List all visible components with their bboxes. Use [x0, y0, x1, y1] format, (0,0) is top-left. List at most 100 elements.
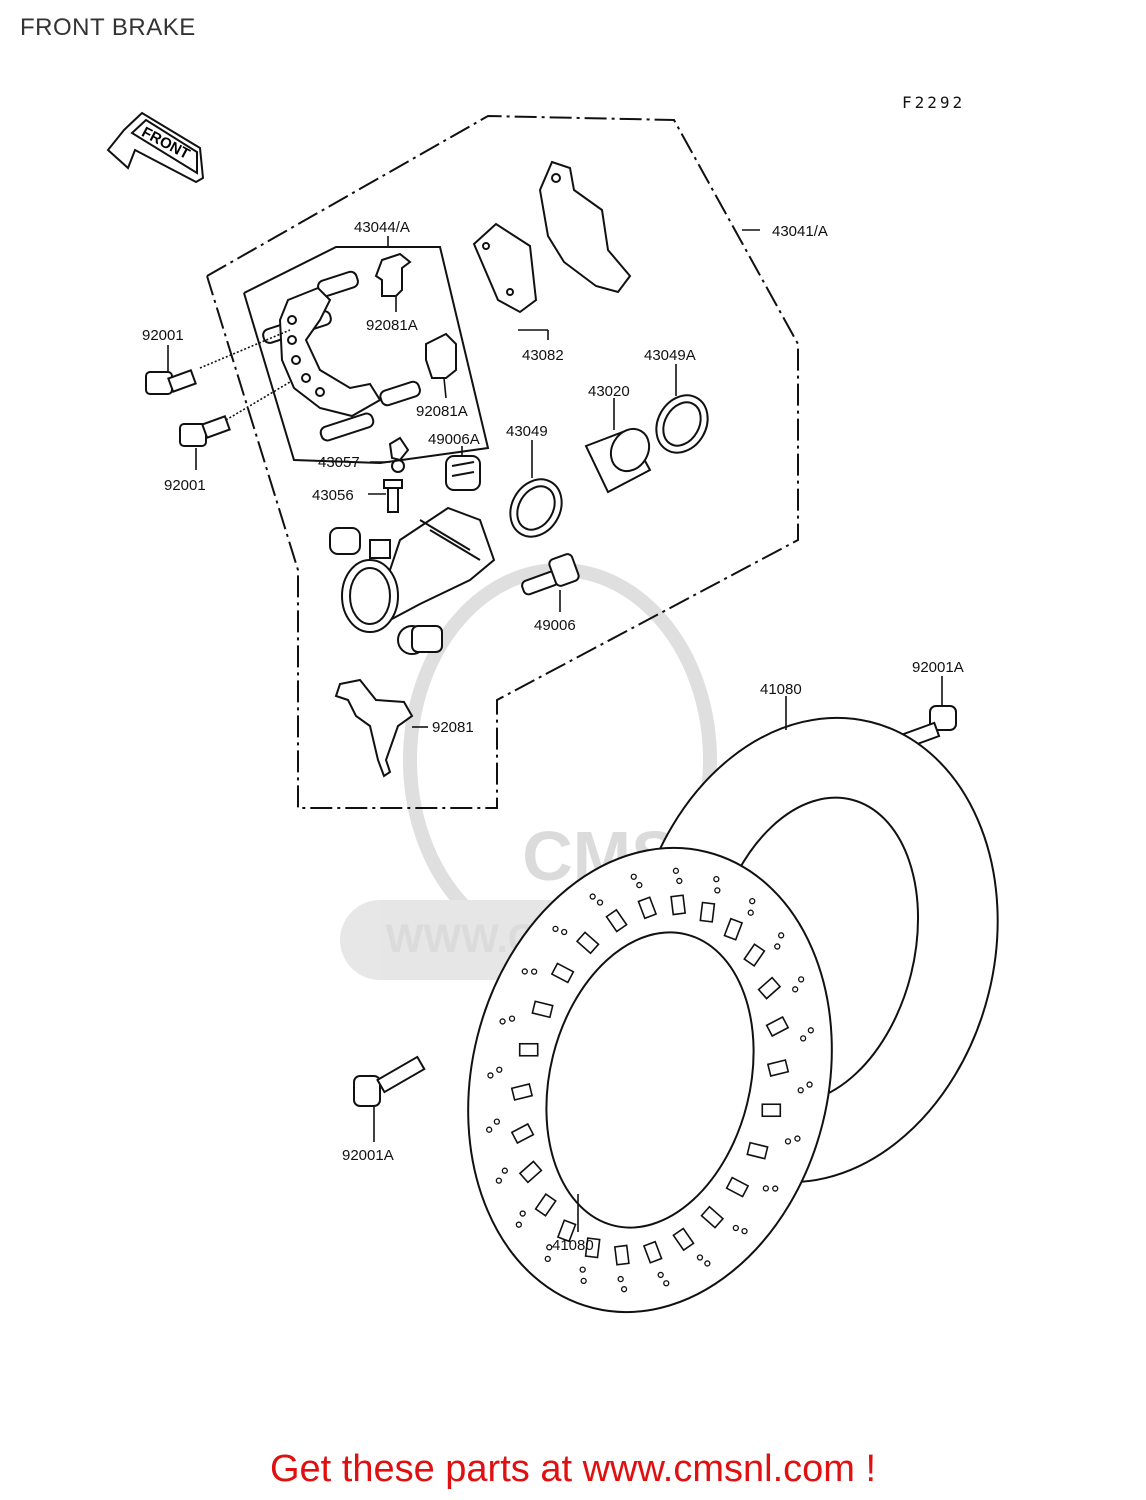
- disc-slot: [556, 1219, 577, 1243]
- caliper-bracket: [262, 270, 421, 442]
- label-49006A: 49006A: [428, 431, 480, 448]
- disc-slot: [700, 1205, 725, 1229]
- pad-spring-bottom: [334, 678, 414, 778]
- disc-hole: [762, 1185, 770, 1192]
- disc-hole: [797, 1087, 804, 1094]
- disc-hole: [676, 877, 683, 885]
- brake-pad-inner: [472, 222, 538, 314]
- disc-hole: [552, 925, 559, 932]
- bracket-assembly-boundary: [243, 246, 490, 465]
- label-92081A-top: 92081A: [366, 317, 418, 334]
- disc-hole: [800, 1035, 807, 1042]
- disc-slot: [765, 1015, 790, 1038]
- label-43056: 43056: [312, 487, 354, 504]
- caliper-body: [329, 506, 496, 655]
- disc-holes: [486, 867, 814, 1293]
- pin-boot: [445, 455, 481, 491]
- part-labels: 43044/A 43041/A 92001 92081A 43082 43049…: [142, 219, 964, 1254]
- disc-slot: [725, 1176, 750, 1198]
- label-41080-top: 41080: [760, 681, 802, 698]
- disc-slot: [746, 1141, 769, 1160]
- label-43044A: 43044/A: [354, 219, 410, 236]
- disc-hole: [579, 1266, 586, 1273]
- caliper-assembly-boundary: [206, 114, 799, 809]
- disc-hole: [519, 1210, 526, 1217]
- dust-seal: [655, 394, 709, 454]
- disc-hole: [741, 1228, 748, 1235]
- disc-hole: [714, 887, 721, 894]
- label-41080-bottom: 41080: [552, 1237, 594, 1254]
- disc-slot: [757, 976, 782, 1000]
- label-43020: 43020: [588, 383, 630, 400]
- brake-disc-front: [467, 846, 833, 1314]
- disc-hole: [515, 1221, 522, 1228]
- disc-hole: [797, 976, 805, 983]
- bleed-valve: [383, 479, 403, 513]
- disc-hole: [508, 1015, 516, 1022]
- bolt-92001-lower: [179, 415, 231, 447]
- disc-hole: [784, 1138, 792, 1145]
- disc-slot: [531, 1000, 554, 1019]
- disc-slots: [510, 894, 790, 1266]
- disc-slot: [575, 931, 600, 955]
- disc-slot: [510, 1083, 534, 1101]
- disc-hole: [589, 893, 596, 900]
- label-92001A-right: 92001A: [912, 659, 964, 676]
- disc-hole: [521, 968, 528, 975]
- page-title: FRONT BRAKE: [20, 14, 196, 41]
- label-49006: 49006: [534, 617, 576, 634]
- disc-hole: [495, 1177, 503, 1184]
- disc-hole: [596, 899, 604, 906]
- disc-slot: [766, 1059, 790, 1077]
- label-92081: 92081: [432, 719, 474, 736]
- label-43049A: 43049A: [644, 347, 696, 364]
- disc-hole: [772, 1185, 779, 1192]
- bolt-92001-upper: [145, 369, 197, 395]
- disc-slot: [761, 1103, 782, 1118]
- disc-hole: [747, 909, 754, 916]
- disc-hole: [561, 928, 568, 936]
- disc-hole: [486, 1126, 493, 1133]
- disc-hole: [778, 932, 785, 939]
- disc-slot: [550, 962, 575, 984]
- disc-slot: [534, 1193, 557, 1217]
- disc-bolt-bottom: [353, 1055, 426, 1107]
- disc-slot: [613, 1244, 630, 1266]
- label-43082: 43082: [522, 347, 564, 364]
- disc-slot: [699, 901, 716, 923]
- disc-hole: [546, 1244, 553, 1251]
- disc-hole: [499, 1018, 506, 1025]
- pad-spring-lower: [425, 332, 457, 379]
- label-43049: 43049: [506, 423, 548, 440]
- disc-slot: [518, 1042, 539, 1057]
- disc-slot: [584, 1237, 601, 1259]
- diagram-code: F2292: [902, 93, 965, 112]
- disc-hole: [580, 1277, 587, 1285]
- disc-hole: [620, 1286, 628, 1293]
- piston: [584, 427, 652, 494]
- disc-hole: [487, 1072, 494, 1079]
- disc-hole: [774, 943, 781, 950]
- disc-slot: [672, 1227, 695, 1252]
- disc-hole: [672, 867, 680, 874]
- label-92081A-mid: 92081A: [416, 403, 468, 420]
- disc-hole: [749, 897, 756, 905]
- disc-hole: [792, 986, 799, 993]
- disc-hole: [713, 875, 720, 883]
- disc-hole: [807, 1027, 814, 1034]
- disc-hole: [544, 1255, 551, 1263]
- footer-cta[interactable]: Get these parts at www.cmsnl.com !: [269, 1448, 877, 1490]
- disc-hole: [630, 873, 637, 880]
- label-92001-mid: 92001: [164, 477, 206, 494]
- disc-slot: [518, 1160, 543, 1184]
- disc-slot: [670, 894, 687, 916]
- slide-pin: [521, 553, 580, 596]
- disc-slot: [605, 908, 628, 933]
- label-43041A: 43041/A: [772, 223, 828, 240]
- disc-hole: [501, 1167, 508, 1174]
- disc-hole: [794, 1135, 801, 1142]
- pad-spring-upper: [374, 252, 412, 297]
- disc-slot: [723, 917, 744, 941]
- front-arrow-icon: FRONT: [106, 111, 205, 184]
